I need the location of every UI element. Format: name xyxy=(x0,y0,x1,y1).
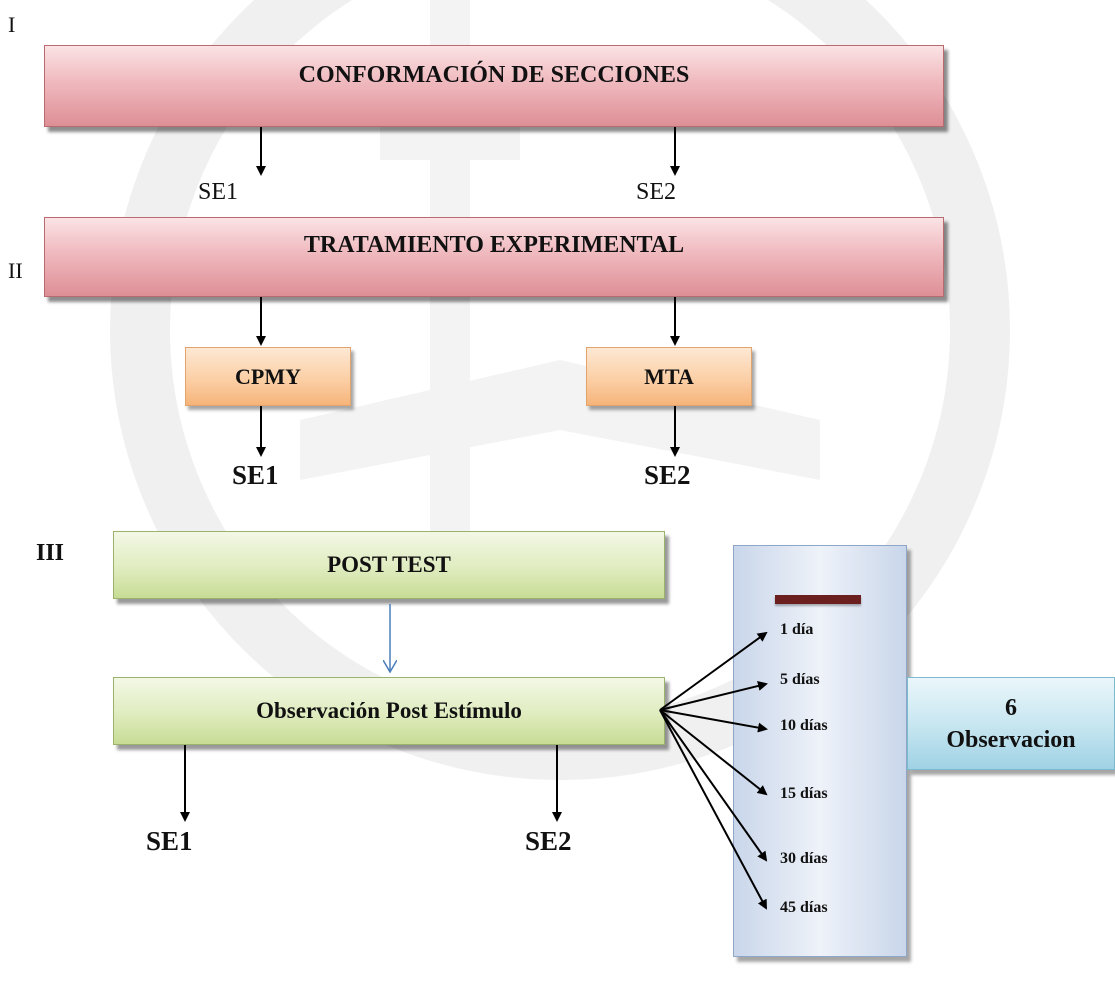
conformacion-label: CONFORMACIÓN DE SECCIONES xyxy=(298,62,690,88)
observacion-post-box: Observación Post Estímulo xyxy=(113,677,665,745)
observacion-post-label: Observación Post Estímulo xyxy=(256,698,522,723)
se2-top-label: SE2 xyxy=(636,179,677,205)
conformacion-box: CONFORMACIÓN DE SECCIONES xyxy=(44,45,944,127)
post-test-label: POST TEST xyxy=(327,552,451,577)
day-label-5: 5 días xyxy=(780,671,820,688)
day-label-45: 45 días xyxy=(780,899,828,916)
arrow-to-day-1 xyxy=(659,631,768,711)
days-panel xyxy=(733,545,907,957)
cpmy-label: CPMY xyxy=(235,363,301,389)
se1-mid-label: SE1 xyxy=(232,460,279,490)
stage-label-ii: II xyxy=(8,258,23,283)
observacion-count-box: 6 Observacion xyxy=(907,677,1115,770)
arrow-to-day-45 xyxy=(659,709,767,910)
mta-box: MTA xyxy=(586,347,752,406)
day-label-30: 30 días xyxy=(780,850,828,867)
stage-label-iii: III xyxy=(36,540,65,566)
post-test-box: POST TEST xyxy=(113,531,665,599)
stage-label-i: I xyxy=(8,12,16,37)
arrow-to-day-15 xyxy=(659,709,768,796)
se1-bottom-label: SE1 xyxy=(146,826,193,856)
se1-top-label: SE1 xyxy=(198,179,239,205)
day-label-1: 1 día xyxy=(780,621,814,638)
tratamiento-box: TRATAMIENTO EXPERIMENTAL xyxy=(44,217,944,297)
mta-label: MTA xyxy=(644,363,694,389)
se2-mid-label: SE2 xyxy=(644,460,691,490)
arrow-to-day-30 xyxy=(659,709,768,862)
se2-bottom-label: SE2 xyxy=(525,826,572,856)
cpmy-box: CPMY xyxy=(185,347,351,406)
arrow-to-day-5 xyxy=(659,681,768,711)
observacion-count: 6 xyxy=(1005,694,1017,721)
panel-header-bar xyxy=(775,595,861,604)
observacion-count-label: Observacion xyxy=(946,726,1076,753)
tratamiento-label: TRATAMIENTO EXPERIMENTAL xyxy=(303,232,685,258)
day-label-10: 10 días xyxy=(780,717,828,734)
day-label-15: 15 días xyxy=(780,785,828,802)
arrow-to-day-10 xyxy=(659,709,768,733)
